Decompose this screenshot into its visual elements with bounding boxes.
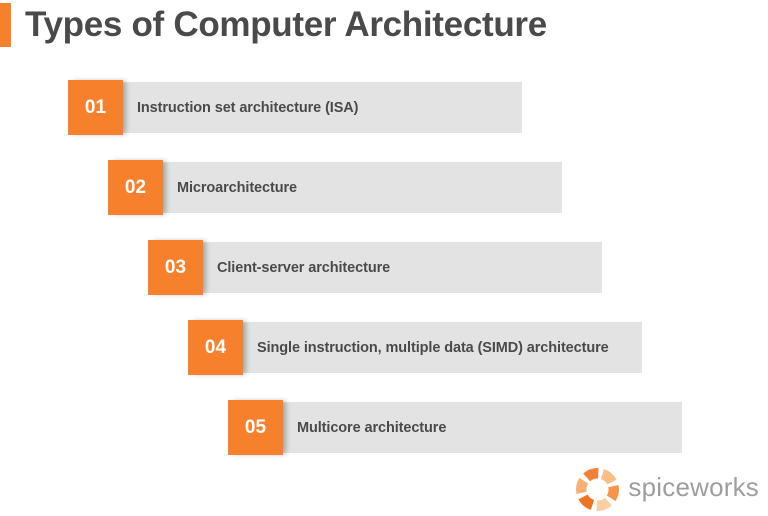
architecture-list: 01 Instruction set architecture (ISA) 02… bbox=[0, 80, 682, 480]
item-label: Single instruction, multiple data (SIMD)… bbox=[243, 322, 642, 373]
list-item: 05 Multicore architecture bbox=[228, 400, 682, 455]
spiceworks-pinwheel-icon bbox=[576, 468, 620, 511]
spiceworks-logo: spiceworks bbox=[574, 466, 759, 513]
item-number-badge: 05 bbox=[228, 400, 283, 455]
item-label: Microarchitecture bbox=[163, 162, 562, 213]
page-title: Types of Computer Architecture bbox=[25, 5, 547, 44]
list-item: 03 Client-server architecture bbox=[148, 240, 602, 295]
list-item: 02 Microarchitecture bbox=[108, 160, 562, 215]
item-label: Client-server architecture bbox=[203, 242, 602, 293]
list-item: 01 Instruction set architecture (ISA) bbox=[68, 80, 522, 135]
spiceworks-wordmark: spiceworks bbox=[628, 471, 759, 502]
item-number-badge: 03 bbox=[148, 240, 203, 295]
item-number-badge: 01 bbox=[68, 80, 123, 135]
item-label: Instruction set architecture (ISA) bbox=[123, 82, 522, 133]
item-number-badge: 02 bbox=[108, 160, 163, 215]
title-accent-bar bbox=[0, 3, 11, 47]
page-header: Types of Computer Architecture bbox=[0, 3, 547, 47]
item-label: Multicore architecture bbox=[283, 402, 682, 453]
list-item: 04 Single instruction, multiple data (SI… bbox=[188, 320, 642, 375]
item-number-badge: 04 bbox=[188, 320, 243, 375]
